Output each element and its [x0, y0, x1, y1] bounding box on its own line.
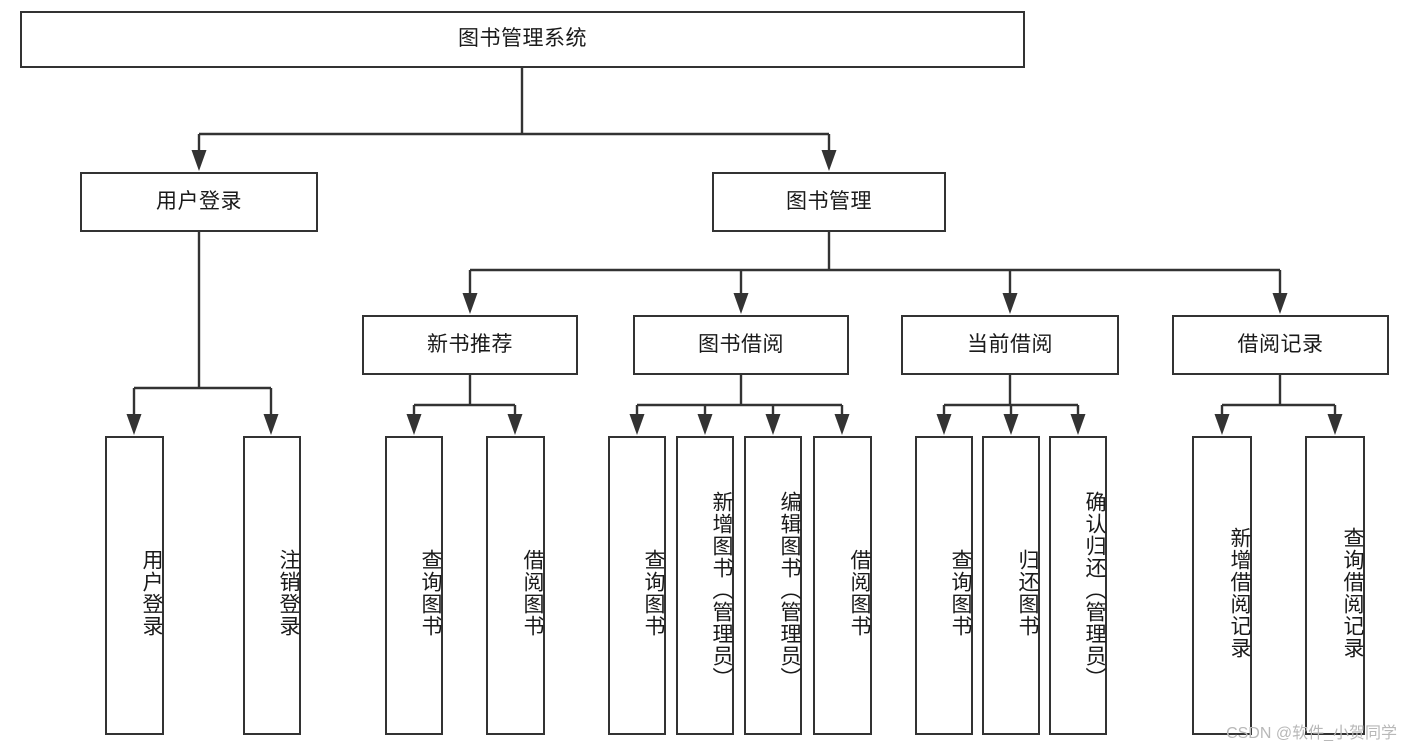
node-leaf-logout[interactable]: 注销登录 — [243, 436, 301, 735]
arrow-head-icon — [126, 414, 142, 435]
node-leaf-query-book-1[interactable]: 查询图书 — [385, 436, 443, 735]
node-book-manage[interactable]: 图书管理 — [712, 172, 946, 232]
node-leaf-borrow-book-2[interactable]: 借阅图书 — [813, 436, 872, 735]
arrow-head-icon — [697, 414, 713, 435]
arrow-head-icon — [821, 150, 837, 171]
node-leaf-add-book[interactable]: 新增图书（管理员） — [676, 436, 734, 735]
node-leaf-query-book-3[interactable]: 查询图书 — [915, 436, 973, 735]
arrow-head-icon — [462, 293, 478, 314]
node-leaf-confirm-return[interactable]: 确认归还（管理员） — [1049, 436, 1107, 735]
node-label: 借阅记录 — [1237, 332, 1324, 356]
arrow-head-icon — [733, 293, 749, 314]
node-label: 查询图书 — [949, 548, 972, 637]
arrow-head-icon — [1070, 414, 1086, 435]
arrow-head-icon — [263, 414, 279, 435]
csdn-watermark: CSDN @软件_小贺同学 — [1226, 725, 1397, 742]
node-label: 用户登录 — [156, 189, 242, 213]
node-label: 新增借阅记录 — [1228, 526, 1251, 659]
node-leaf-user-login[interactable]: 用户登录 — [105, 436, 164, 735]
arrow-head-icon — [507, 414, 523, 435]
node-leaf-borrow-book-1[interactable]: 借阅图书 — [486, 436, 545, 735]
arrow-head-icon — [191, 150, 207, 171]
node-user-login[interactable]: 用户登录 — [80, 172, 318, 232]
node-label: 查询图书 — [419, 548, 442, 637]
node-new-book-rec[interactable]: 新书推荐 — [362, 315, 578, 375]
node-label: 注销登录 — [277, 548, 300, 637]
arrow-head-icon — [936, 414, 952, 435]
node-label: 图书借阅 — [698, 332, 784, 356]
node-label: 查询图书 — [642, 548, 665, 637]
arrow-head-icon — [629, 414, 645, 435]
arrow-head-icon — [406, 414, 422, 435]
node-leaf-return-book[interactable]: 归还图书 — [982, 436, 1040, 735]
node-label: 编辑图书（管理员） — [778, 490, 801, 689]
node-leaf-query-record[interactable]: 查询借阅记录 — [1305, 436, 1365, 735]
arrow-head-icon — [1214, 414, 1230, 435]
arrow-head-icon — [1272, 293, 1288, 314]
edge-group — [126, 68, 1343, 435]
arrow-head-icon — [1327, 414, 1343, 435]
node-label: 新书推荐 — [427, 332, 513, 356]
node-label: 查询借阅记录 — [1341, 526, 1364, 659]
arrow-head-icon — [765, 414, 781, 435]
node-label: 确认归还（管理员） — [1083, 490, 1106, 689]
node-book-borrow[interactable]: 图书借阅 — [633, 315, 849, 375]
node-borrow-record[interactable]: 借阅记录 — [1172, 315, 1389, 375]
arrow-head-icon — [1003, 414, 1019, 435]
arrow-head-icon — [1002, 293, 1018, 314]
node-label: 图书管理 — [786, 189, 872, 213]
node-current-borrow[interactable]: 当前借阅 — [901, 315, 1119, 375]
node-label: 归还图书 — [1016, 548, 1039, 637]
node-label: 新增图书（管理员） — [710, 490, 733, 689]
node-label: 用户登录 — [140, 548, 163, 637]
node-root[interactable]: 图书管理系统 — [20, 11, 1025, 68]
node-leaf-edit-book[interactable]: 编辑图书（管理员） — [744, 436, 802, 735]
node-label: 当前借阅 — [967, 332, 1053, 356]
arrow-head-icon — [834, 414, 850, 435]
node-leaf-add-record[interactable]: 新增借阅记录 — [1192, 436, 1252, 735]
node-leaf-query-book-2[interactable]: 查询图书 — [608, 436, 666, 735]
node-label: 借阅图书 — [848, 548, 871, 637]
node-label: 图书管理系统 — [458, 27, 587, 51]
node-label: 借阅图书 — [521, 548, 544, 637]
